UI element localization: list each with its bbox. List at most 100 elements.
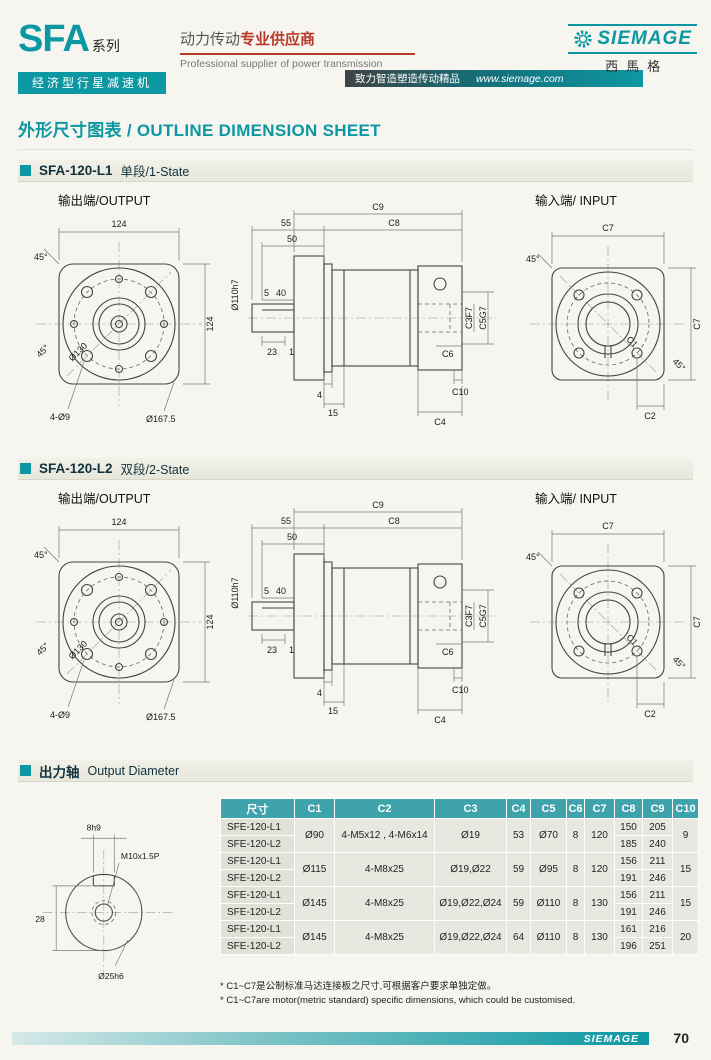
c4-cell: 59 — [506, 886, 531, 921]
dim-c8: C8 — [388, 218, 400, 228]
c10-cell: 9 — [672, 818, 699, 853]
slogan-bar: 致力智造塑造传动精品 www.siemage.com — [345, 70, 643, 87]
output-front-view-drawing: 124 124 Ø130 4-Ø9 Ø167.5 45° 45° — [34, 517, 214, 722]
shaft-section-content: 8h9 28 M10x1.5P Ø25h6 尺寸 C1 C2 C3 — [18, 782, 699, 1022]
c8-cell: 185 — [614, 835, 643, 853]
dim-c7-top: C7 — [602, 521, 614, 531]
dim-front-width: 124 — [111, 219, 126, 229]
section-bullet-icon — [20, 765, 31, 776]
c7-cell: 120 — [584, 852, 615, 887]
dim-c8: C8 — [388, 516, 400, 526]
dim-5: 5 — [264, 586, 269, 596]
model-cell: SFE-120-L2 — [220, 835, 295, 853]
dim-40: 40 — [276, 288, 286, 298]
front-flange-geometry — [36, 526, 210, 710]
c3-cell: Ø19 — [434, 818, 507, 853]
dim-angle-right: 45° — [671, 356, 688, 373]
dim-c2: C2 — [644, 709, 656, 719]
c9-cell: 251 — [642, 937, 673, 955]
dim-1: 1 — [289, 347, 294, 357]
col-header: C2 — [334, 798, 435, 819]
c8-cell: 161 — [614, 920, 643, 938]
section-sfa-120-l2: SFA-120-L2 双段/2-State 输出端/OUTPUT 输入端/ IN… — [18, 458, 701, 746]
page-footer: SIEMAGE 70 — [0, 1030, 711, 1048]
dim-front-height: 124 — [205, 614, 214, 629]
output-end-label: 输出端/OUTPUT — [58, 194, 151, 208]
tagline: 动力传动专业供应商 Professional supplier of power… — [180, 28, 415, 70]
model-cell: SFE-120-L1 — [220, 886, 295, 904]
website-link[interactable]: www.siemage.com — [476, 72, 564, 85]
c7-cell: 120 — [584, 818, 615, 853]
dim-output-spigot: Ø110h7 — [230, 577, 240, 608]
c2-cell: 4-M8x25 — [334, 852, 435, 887]
c10-cell: 15 — [672, 886, 699, 921]
dim-55: 55 — [281, 218, 291, 228]
dim-shaft-height: 28 — [35, 914, 45, 924]
dim-angle-top: 45° — [34, 550, 48, 560]
dim-angle-top: 45° — [34, 252, 48, 262]
dim-bolt-circle: Ø130 — [67, 341, 90, 364]
c8-cell: 196 — [614, 937, 643, 955]
c7-cell: 130 — [584, 920, 615, 955]
page-title: 外形尺寸图表 / OUTLINE DIMENSION SHEET — [18, 116, 693, 150]
dim-c7-right: C7 — [692, 616, 701, 628]
input-flange-geometry — [530, 530, 696, 708]
c9-cell: 246 — [642, 869, 673, 887]
dim-c10: C10 — [452, 685, 469, 695]
section-stage: 双段/2-State — [120, 463, 190, 477]
table-row: SFE-120-L1 Ø115 4-M8x25 Ø19,Ø22 59 Ø95 8… — [220, 852, 699, 887]
table-row: SFE-120-L2 196 251 — [220, 937, 699, 955]
dim-c4: C4 — [434, 417, 446, 427]
col-header: C6 — [566, 798, 585, 819]
model-cell: SFE-120-L1 — [220, 920, 295, 938]
section-stage: 单段/1-State — [120, 165, 190, 179]
col-header: C4 — [506, 798, 531, 819]
side-geometry — [248, 210, 496, 416]
c1-cell: Ø115 — [294, 852, 335, 887]
c7-cell: 130 — [584, 886, 615, 921]
dim-outer-diameter: Ø167.5 — [146, 414, 176, 424]
section-output-shaft: 出力轴 Output Diameter — [18, 760, 699, 1022]
dim-keyway-width: 8h9 — [87, 823, 102, 833]
dim-1: 1 — [289, 645, 294, 655]
dim-23: 23 — [267, 347, 277, 357]
table-row: SFE-120-L1 Ø145 4-M8x25 Ø19,Ø22,Ø24 64 Ø… — [220, 920, 699, 955]
table-row: SFE-120-L2 191 246 — [220, 869, 699, 887]
table-row: SFE-120-L1 Ø145 4-M8x25 Ø19,Ø22,Ø24 59 Ø… — [220, 886, 699, 921]
dim-c9: C9 — [372, 500, 384, 510]
c6-cell: 8 — [566, 886, 585, 921]
dim-angle-top: 45° — [526, 254, 540, 264]
section-model: SFA-120-L2 — [39, 461, 113, 476]
footer-brand: SIEMAGE — [583, 1032, 639, 1045]
input-flange-geometry — [530, 232, 696, 410]
c8-cell: 156 — [614, 886, 643, 904]
shaft-geometry — [42, 834, 173, 978]
tagline-cn-normal: 动力传动 — [180, 31, 241, 48]
dim-55: 55 — [281, 516, 291, 526]
c3-cell: Ø19,Ø22,Ø24 — [434, 920, 507, 955]
dim-output-spigot: Ø110h7 — [230, 279, 240, 310]
c6-cell: 8 — [566, 852, 585, 887]
output-end-label: 输出端/OUTPUT — [58, 492, 151, 506]
c9-cell: 211 — [642, 886, 673, 904]
brand-wordmark: SIEMAGE — [568, 24, 697, 54]
output-front-view-drawing: 124 124 Ø130 4-Ø9 Ø167.5 45° 45° — [34, 219, 214, 424]
c8-cell: 150 — [614, 818, 643, 836]
dim-50: 50 — [287, 234, 297, 244]
dim-corner-holes: 4-Ø9 — [50, 412, 70, 422]
input-end-label: 输入端/ INPUT — [535, 194, 617, 208]
c1-cell: Ø145 — [294, 886, 335, 921]
dim-c5: C5G7 — [478, 604, 488, 628]
c4-cell: 64 — [506, 920, 531, 955]
c1-cell: Ø90 — [294, 818, 335, 853]
dim-23: 23 — [267, 645, 277, 655]
series-suffix: 系列 — [91, 38, 120, 54]
c5-cell: Ø70 — [530, 818, 567, 853]
brand-chinese-name: 西馬格 — [605, 59, 669, 74]
col-header: C9 — [642, 798, 673, 819]
tagline-cn: 动力传动专业供应商 — [180, 28, 415, 55]
col-header: C3 — [434, 798, 507, 819]
